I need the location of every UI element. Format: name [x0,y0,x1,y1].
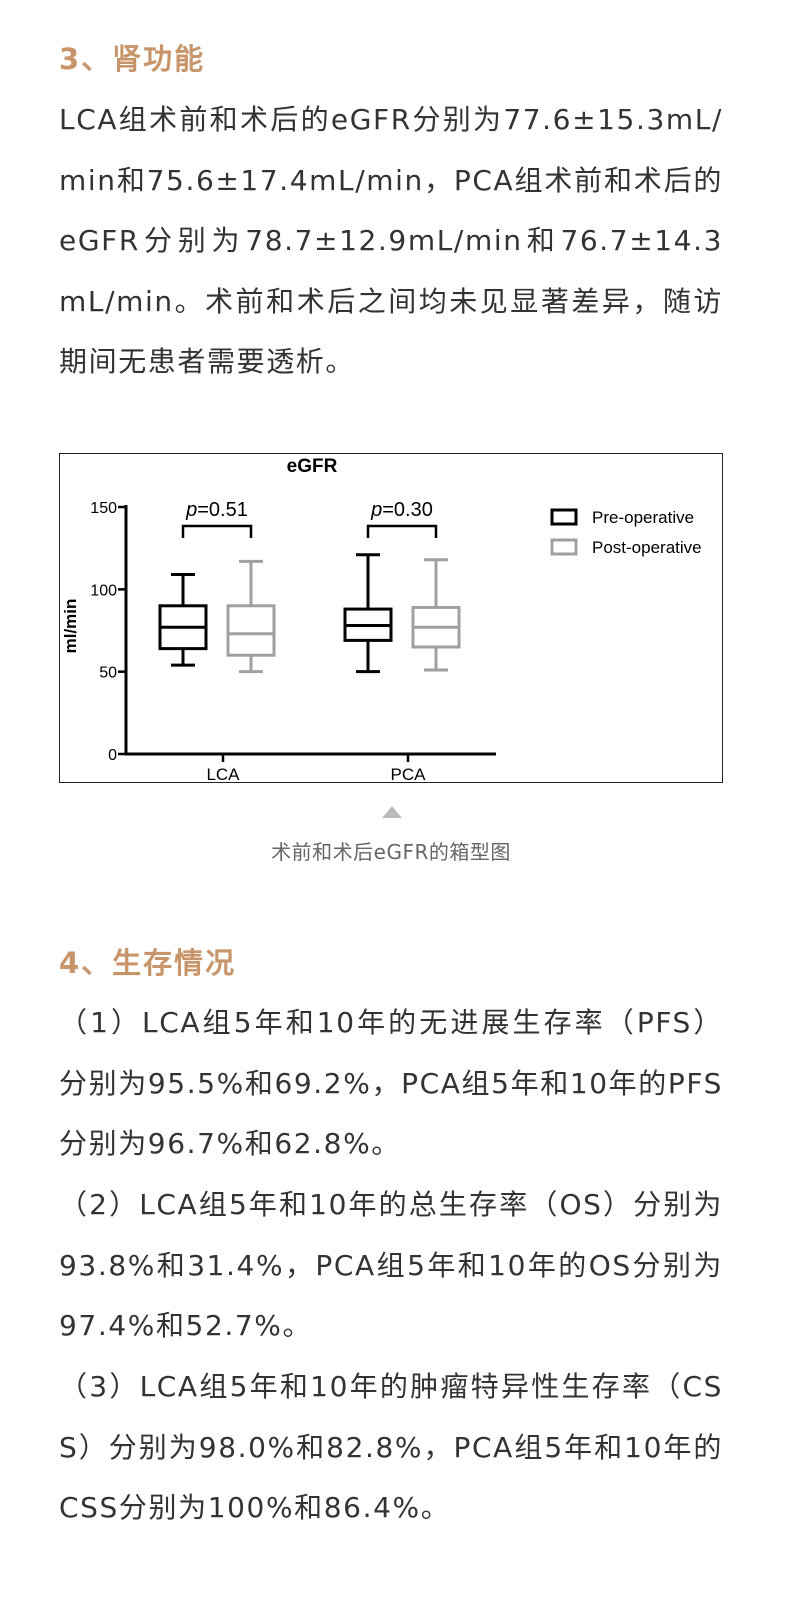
box-pre-operative-lca [158,573,208,667]
section-heading-survival: 4、生存情况 [59,946,237,980]
survival-paragraph-pfs: （1）LCA组5年和10年的无进展生存率（PFS）分别为95.5%和69.2%，… [59,1006,723,1160]
p-symbol: p [185,499,197,521]
x-tick-label: LCA [206,765,240,782]
p-value-bracket [366,524,438,538]
p-value-label: p=0.30 [370,499,433,521]
y-axis-label: ml/min [61,599,80,654]
legend-label: Post-operative [592,538,702,557]
box-pre-operative-pca [343,553,393,674]
survival-paragraph-css: （3）LCA组5年和10年的肿瘤特异性生存率（CSS）分别为98.0%和82.8… [59,1370,723,1524]
legend-swatch [550,538,578,556]
p-value-label: p=0.51 [185,499,248,521]
renal-function-paragraph: LCA组术前和术后的eGFR分别为77.6±15.3mL/min和75.6±17… [59,103,723,378]
box-iqr [226,604,276,657]
box-post-operative-lca [226,559,276,674]
legend-swatch [550,508,578,526]
survival-paragraph-os: （2）LCA组5年和10年的总生存率（OS）分别为93.8%和31.4%，PCA… [59,1188,723,1342]
chart-title: eGFR [287,456,338,477]
y-tick-label: 0 [108,747,117,764]
legend-label: Pre-operative [592,508,694,527]
y-tick-label: 150 [90,500,117,517]
caption-pointer-icon [382,806,402,818]
y-tick-label: 50 [99,665,117,682]
p-value-number: =0.30 [382,499,433,521]
figure-caption: 术前和术后eGFR的箱型图 [271,840,511,864]
p-value-bracket [181,524,253,538]
box-post-operative-pca [411,558,461,672]
p-value-number: =0.51 [197,499,248,521]
section-heading-renal-function: 3、肾功能 [59,42,206,76]
y-tick-label: 100 [90,582,117,599]
x-tick-label: PCA [391,765,427,782]
p-symbol: p [370,499,382,521]
